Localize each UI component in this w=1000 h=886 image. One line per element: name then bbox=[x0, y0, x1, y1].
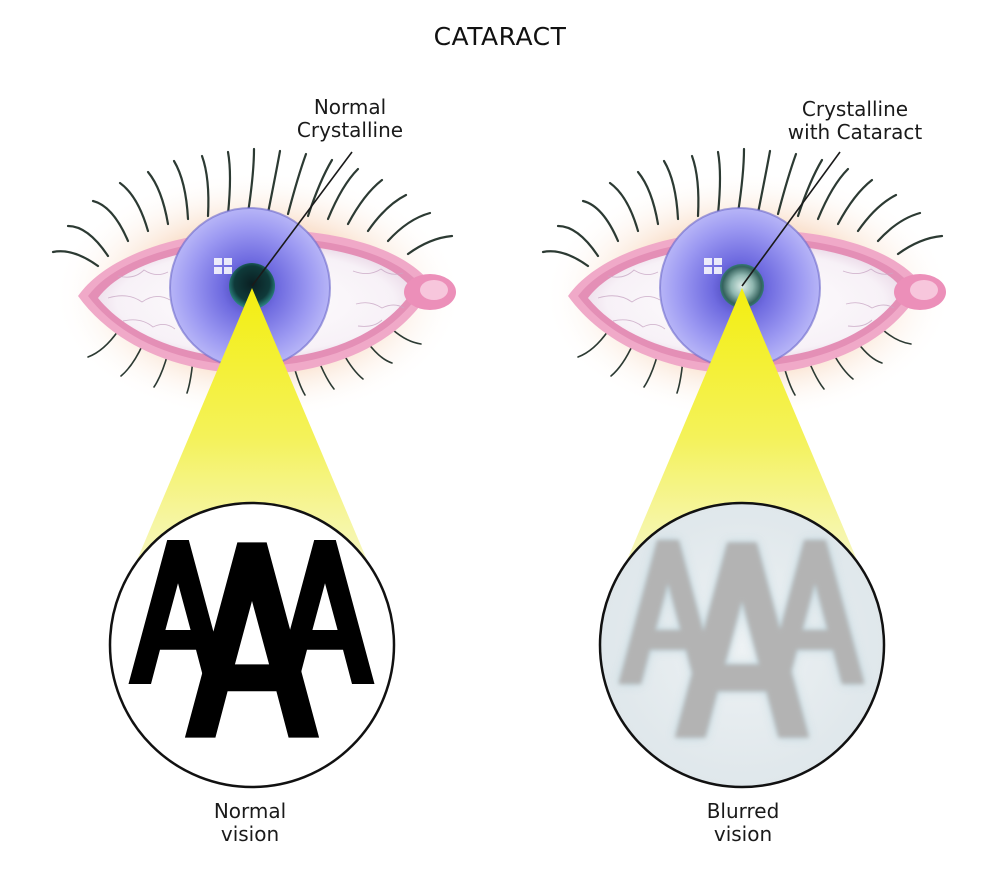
blurred-vision-circle bbox=[598, 501, 886, 789]
blurred-vision-label: Blurred vision bbox=[706, 799, 780, 846]
normal-light-beam bbox=[137, 288, 367, 560]
cataract-lens-pointer bbox=[741, 151, 841, 287]
cataract-lens-label: Crystalline with Cataract bbox=[787, 97, 923, 144]
normal-lens-pointer bbox=[251, 151, 353, 287]
normal-vision-circle bbox=[108, 501, 396, 789]
normal-vision-label: Normal vision bbox=[213, 799, 287, 846]
normal-lens-label: Normal Crystalline bbox=[296, 95, 404, 142]
cataract-light-beam bbox=[627, 288, 857, 560]
diagram-title: CATARACT bbox=[433, 22, 567, 51]
